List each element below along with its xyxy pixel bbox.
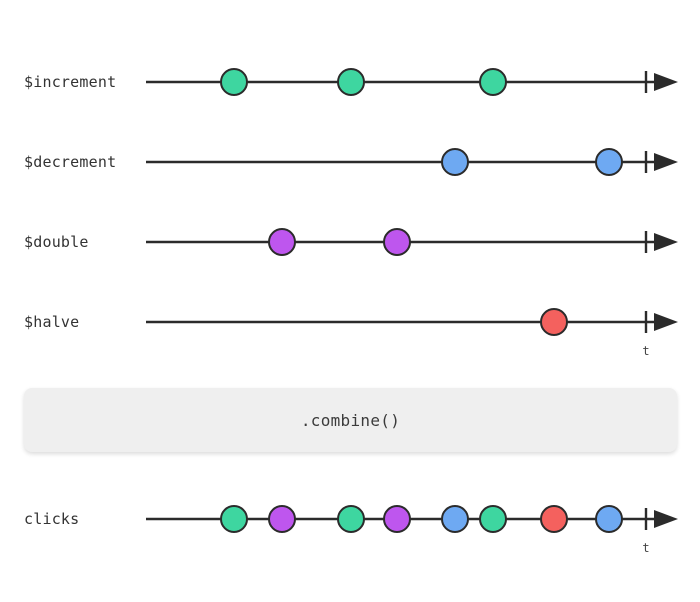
marble-event[interactable] xyxy=(383,228,411,256)
marble-event[interactable] xyxy=(479,68,507,96)
stream-label-double: $double xyxy=(24,233,89,251)
marble-event[interactable] xyxy=(540,308,568,336)
timeline-arrowhead xyxy=(654,73,678,91)
combine-operator-box[interactable]: .combine() xyxy=(24,388,677,452)
timeline-arrowhead xyxy=(654,153,678,171)
stream-row-halve: $halve t xyxy=(0,302,700,358)
timeline-axis xyxy=(146,231,678,253)
marble-event[interactable] xyxy=(268,505,296,533)
marble-event[interactable] xyxy=(337,505,365,533)
stream-label-halve: $halve xyxy=(24,313,80,331)
timeline-axis xyxy=(146,151,678,173)
marble-event[interactable] xyxy=(220,505,248,533)
stream-row-decrement: $decrement xyxy=(0,142,700,182)
marble-event[interactable] xyxy=(220,68,248,96)
marble-event[interactable] xyxy=(540,505,568,533)
timeline-arrowhead xyxy=(654,313,678,331)
axis-time-label: t xyxy=(642,344,650,358)
stream-label-increment: $increment xyxy=(24,73,117,91)
stream-row-increment: $increment xyxy=(0,62,700,102)
timeline-axis xyxy=(146,311,678,333)
stream-row-double: $double xyxy=(0,222,700,262)
marble-event[interactable] xyxy=(268,228,296,256)
marble-event[interactable] xyxy=(441,505,469,533)
timeline-arrowhead xyxy=(654,233,678,251)
marble-event[interactable] xyxy=(595,505,623,533)
marble-event[interactable] xyxy=(441,148,469,176)
marble-event[interactable] xyxy=(595,148,623,176)
marble-event[interactable] xyxy=(479,505,507,533)
axis-time-label: t xyxy=(642,541,650,555)
combine-operator-label: .combine() xyxy=(300,410,401,430)
stream-row-clicks: clicks t xyxy=(0,499,700,555)
marble-event[interactable] xyxy=(337,68,365,96)
marble-event[interactable] xyxy=(383,505,411,533)
stream-label-clicks: clicks xyxy=(24,510,80,528)
stream-label-decrement: $decrement xyxy=(24,153,117,171)
timeline-arrowhead xyxy=(654,510,678,528)
